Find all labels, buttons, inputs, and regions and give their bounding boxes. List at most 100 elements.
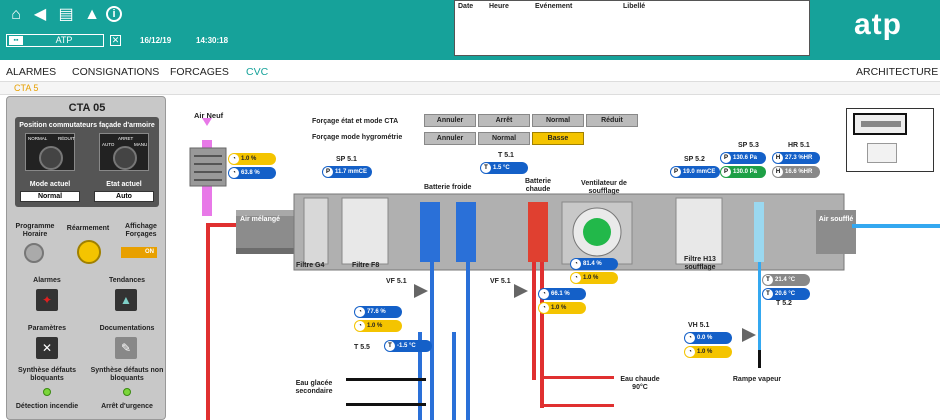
tendances-label: Tendances: [108, 277, 146, 284]
mode-value: Normal: [20, 191, 80, 202]
col-libelle: Libellé: [623, 3, 646, 10]
time: 14:30:18: [196, 36, 229, 45]
syn1-label: Synthèse défauts bloquants: [18, 367, 76, 382]
col-evenement: Evénement: [535, 3, 573, 10]
t55-value: T-1.5 °C: [384, 340, 432, 352]
vf51-hot-valve-icon[interactable]: [514, 284, 528, 298]
state-knob-icon: [113, 146, 137, 170]
det-label: Détection incendie: [15, 403, 79, 410]
hygro-normal-button[interactable]: Normal: [478, 132, 530, 145]
top-bar: ⌂ ◀ ▤ ▲ i ▪▪ ATP ✕ 16/12/19 14:30:18 Dat…: [0, 0, 940, 60]
chart-icon[interactable]: ▲: [84, 6, 100, 23]
menu-alarmes[interactable]: ALARMES: [6, 66, 57, 78]
menu-architecture[interactable]: ARCHITECTURE: [856, 66, 939, 78]
prog-label: Programme Horaire: [15, 223, 55, 238]
hygro-annuler-button[interactable]: Annuler: [424, 132, 476, 145]
t51-label: T 5.1: [498, 152, 514, 159]
thermometer-icon: T: [481, 163, 491, 173]
gauge-icon: ◔: [355, 307, 365, 317]
force-normal-button[interactable]: Normal: [532, 114, 584, 127]
atp-logo: atp: [854, 8, 902, 41]
vent-value-1: ◔81.4 %: [570, 258, 618, 270]
air-melange-label: Air mélangé: [239, 216, 281, 223]
gauge-icon: ◔: [539, 289, 549, 299]
close-icon[interactable]: ✕: [110, 35, 121, 46]
pressure-icon: P: [323, 167, 333, 177]
humidity-icon: H: [773, 167, 783, 177]
trend-icon[interactable]: ▲: [115, 289, 137, 311]
user-box[interactable]: ▪▪ ATP: [6, 34, 104, 47]
minimap[interactable]: [846, 108, 934, 172]
ventil-label: Ventilateur de soufflage: [581, 180, 627, 195]
syn2-led: [123, 388, 131, 396]
info-icon[interactable]: i: [106, 6, 122, 22]
batt-chaude-label: Batterie chaude: [524, 178, 552, 193]
filtre-g4-label: Filtre G4: [296, 262, 325, 269]
an-value-2: ◔63.8 %: [228, 167, 276, 179]
breadcrumb-cta5[interactable]: CTA 5: [14, 83, 39, 93]
cta-panel: CTA 05 Position commutateurs façade d'ar…: [6, 96, 166, 420]
vfc-value-1: ◔66.1 %: [538, 288, 586, 300]
vff-value-2: ◔1.0 %: [354, 320, 402, 332]
force-label-1: Forçage état et mode CTA: [312, 118, 399, 125]
gauge-icon: ◔: [229, 168, 239, 178]
rearm-button[interactable]: [77, 240, 101, 264]
switch-title: Position commutateurs façade d'armoire: [19, 122, 155, 129]
docs-label: Documentations: [99, 325, 155, 332]
mode-label: Mode actuel: [29, 181, 71, 188]
pressure-icon: P: [721, 167, 731, 177]
affich-toggle[interactable]: ON: [121, 247, 157, 258]
thermometer-icon: T: [385, 341, 395, 351]
events-table[interactable]: Date Heure Evénement Libellé: [454, 0, 810, 56]
document-icon[interactable]: ✎: [115, 337, 137, 359]
gauge-icon: ◔: [355, 321, 365, 331]
mode-knob-icon: [39, 146, 63, 170]
tools-icon[interactable]: ✕: [36, 337, 58, 359]
batt-froide-2-icon: [456, 202, 476, 262]
vh-value-2: ◔1.0 %: [684, 346, 732, 358]
filtre-f8-label: Filtre F8: [352, 262, 380, 269]
batt-froide-label: Batterie froide: [424, 184, 472, 191]
vent-value-2: ◔1.0 %: [570, 272, 618, 284]
hr51-label: HR 5.1: [788, 142, 810, 149]
col-heure: Heure: [489, 3, 509, 10]
vh51-label: VH 5.1: [688, 322, 710, 329]
humidity-icon: H: [773, 153, 783, 163]
etat-label: Etat actuel: [106, 181, 142, 188]
alarm-bell-icon[interactable]: ✦: [36, 289, 58, 311]
hygro-basse-button[interactable]: Basse: [532, 132, 584, 145]
force-annuler-button[interactable]: Annuler: [424, 114, 476, 127]
syn2-label: Synthèse défauts non bloquants: [90, 367, 164, 382]
date: 16/12/19: [140, 36, 172, 45]
menu-bar: ALARMES CONSIGNATIONS FORCAGES CVC ARCHI…: [0, 60, 940, 82]
menu-forcages[interactable]: FORCAGES: [170, 66, 229, 78]
vh-value-1: ◔0.0 %: [684, 332, 732, 344]
mode-selector: NORMAL RÉDUIT: [25, 133, 75, 171]
batt-chaude-icon: [528, 202, 548, 262]
force-arret-button[interactable]: Arrêt: [478, 114, 530, 127]
pressure-icon: P: [671, 167, 681, 177]
force-reduit-button[interactable]: Réduit: [586, 114, 638, 127]
menu-consignations[interactable]: CONSIGNATIONS: [72, 66, 160, 78]
an-value-1: ◔1.0 %: [228, 153, 276, 165]
gauge-icon: ◔: [539, 303, 549, 313]
synoptic: Air Neuf Air mélangé Air soufflé Filtre …: [176, 98, 940, 420]
clock-icon[interactable]: [24, 243, 44, 263]
printer-icon[interactable]: ▤: [58, 6, 74, 23]
filtre-h13-icon: [675, 197, 723, 265]
back-arrow-icon[interactable]: ◀: [33, 6, 47, 23]
eau-chaude-label: Eau chaude 90°C: [620, 376, 660, 391]
humidifier-icon: [754, 202, 764, 262]
sp53-label: SP 5.3: [738, 142, 759, 149]
col-date: Date: [458, 3, 474, 10]
gauge-icon: ◔: [685, 347, 695, 357]
air-neuf-label: Air Neuf: [194, 111, 224, 120]
vf51-cold-valve-icon[interactable]: [414, 284, 428, 298]
vh51-valve-icon[interactable]: [742, 328, 756, 342]
home-icon[interactable]: ⌂: [11, 6, 21, 23]
menu-cvc[interactable]: CVC: [246, 66, 269, 78]
